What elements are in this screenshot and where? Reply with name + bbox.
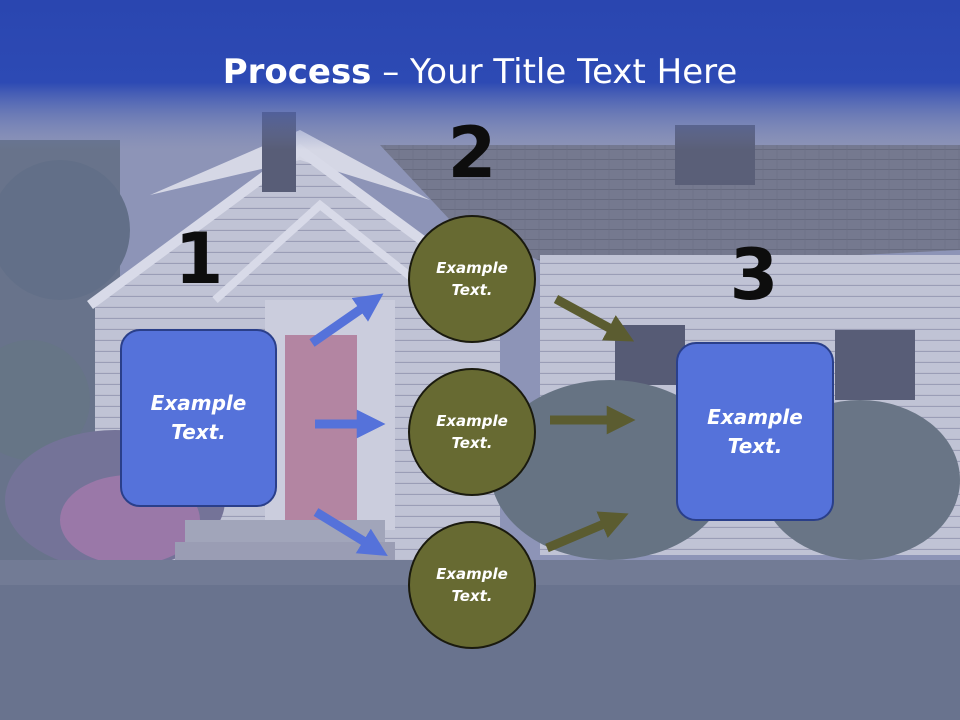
arrow-1-to-2c [313, 508, 388, 557]
step-3-label: Example Text. [707, 404, 803, 458]
step-2-circle-middle-label: Example Text. [436, 411, 508, 453]
arrow-2a-to-3 [553, 295, 635, 342]
step-number-2: 2 [447, 112, 497, 194]
step-2-circle-bottom-label: Example Text. [436, 564, 508, 606]
step-2-circle-top: Example Text. [408, 215, 536, 343]
step-2-circle-bottom: Example Text. [408, 521, 536, 649]
title-bold: Process [222, 52, 372, 92]
arrow-1-to-2a [309, 293, 384, 347]
step-2-circle-top-label: Example Text. [436, 258, 508, 300]
step-1-label: Example Text. [150, 391, 247, 444]
slide-title: Process – Your Title Text Here [0, 52, 960, 92]
arrow-2c-to-3 [545, 511, 629, 553]
step-3-box: Example Text. [676, 342, 834, 521]
step-number-1: 1 [174, 218, 224, 300]
step-2-circle-middle: Example Text. [408, 368, 536, 496]
title-rest: – Your Title Text Here [371, 52, 738, 92]
step-number-3: 3 [729, 234, 779, 316]
step-1-box: Example Text. [120, 329, 277, 507]
